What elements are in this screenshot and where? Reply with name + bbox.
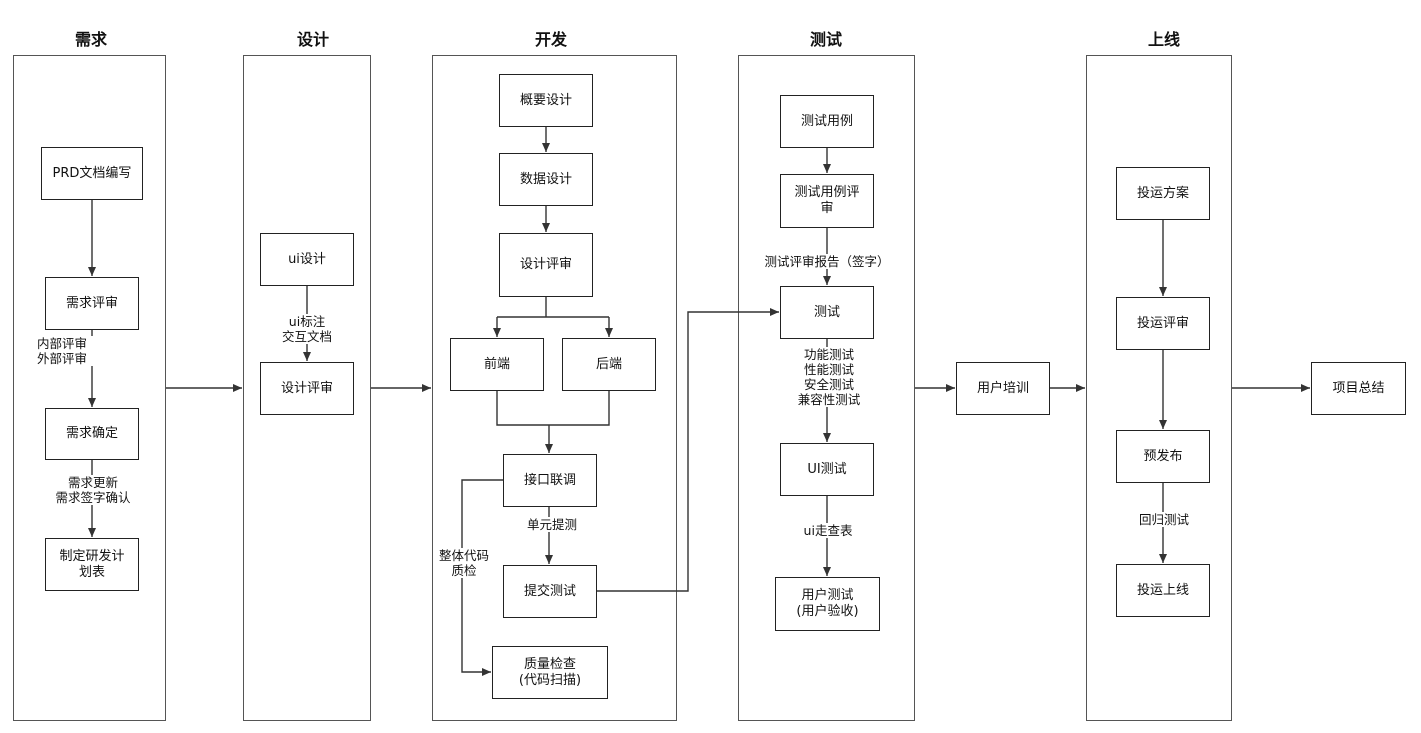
node-ui-design: ui设计 — [260, 233, 354, 286]
node-frontend: 前端 — [450, 338, 544, 391]
note-test-review-report: 测试评审报告（签字） — [760, 254, 894, 269]
edge-frontend-backend-merge — [496, 391, 610, 426]
node-data-design: 数据设计 — [499, 153, 593, 206]
note-review-scope: 内部评审 外部评审 — [30, 336, 94, 366]
lane-title-launch: 上线 — [1147, 30, 1180, 49]
node-user-testing: 用户测试 (用户验收) — [775, 577, 880, 631]
node-prd-writing: PRD文档编写 — [41, 147, 143, 200]
node-ops-plan: 投运方案 — [1116, 167, 1210, 220]
node-user-training: 用户培训 — [956, 362, 1050, 415]
note-code-qc: 整体代码 质检 — [434, 548, 494, 578]
node-api-integration: 接口联调 — [503, 454, 597, 507]
note-unit-test: 单元提测 — [520, 517, 584, 532]
node-project-summary: 项目总结 — [1311, 362, 1406, 415]
node-test-case-review: 测试用例评 审 — [780, 174, 874, 228]
node-design-review: 设计评审 — [260, 362, 354, 415]
note-test-types: 功能测试 性能测试 安全测试 兼容性测试 — [789, 347, 869, 407]
node-ops-review: 投运评审 — [1116, 297, 1210, 350]
node-dev-plan: 制定研发计 划表 — [45, 538, 139, 591]
lane-title-testing: 测试 — [809, 30, 842, 49]
lane-title-requirements: 需求 — [74, 30, 107, 49]
note-ui-checklist: ui走查表 — [799, 523, 857, 538]
node-quality-check: 质量检查 (代码扫描) — [492, 646, 608, 699]
node-backend: 后端 — [562, 338, 656, 391]
node-requirement-confirm: 需求确定 — [45, 408, 139, 460]
node-ui-testing: UI测试 — [780, 443, 874, 496]
lane-title-development: 开发 — [534, 30, 567, 49]
lane-title-design: 设计 — [296, 30, 329, 49]
node-testing: 测试 — [780, 286, 874, 339]
node-submit-test: 提交测试 — [503, 565, 597, 618]
node-ops-launch: 投运上线 — [1116, 564, 1210, 617]
edge-review-split — [497, 297, 609, 318]
edge-submit-to-testing — [597, 308, 779, 592]
note-regression: 回归测试 — [1135, 512, 1193, 527]
node-requirement-review: 需求评审 — [45, 277, 139, 330]
node-dev-design-review: 设计评审 — [499, 233, 593, 297]
node-outline-design: 概要设计 — [499, 74, 593, 127]
note-ui-annotation: ui标注 交互文档 — [271, 314, 343, 344]
node-test-cases: 测试用例 — [780, 95, 874, 148]
note-requirement-update: 需求更新 需求签字确认 — [42, 475, 144, 505]
node-pre-release: 预发布 — [1116, 430, 1210, 483]
